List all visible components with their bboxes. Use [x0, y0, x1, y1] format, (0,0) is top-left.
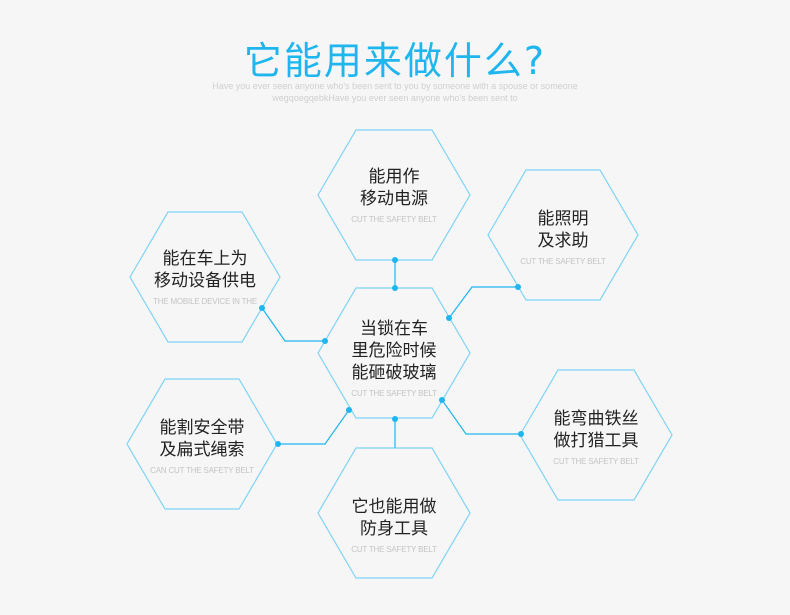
node-title-line: 能弯曲铁丝: [553, 409, 639, 429]
connector-dot: [439, 397, 445, 403]
connector-bottom-left: [278, 409, 350, 445]
connector-top-right: [448, 286, 518, 319]
node-subtitle: CUT THE SAFETY BELT: [553, 457, 639, 466]
hex-top: [317, 129, 471, 261]
connector-dot: [259, 305, 265, 311]
connector-dot: [518, 431, 524, 437]
node-bottom: 它也能用做 防身工具 CUT THE SAFETY BELT: [318, 496, 470, 554]
hex-left: [129, 211, 281, 343]
node-center: 当锁在车 里危险时候 能砸破玻璃 CUT THE SAFETY BELT: [318, 318, 470, 398]
connector-dot: [275, 441, 281, 447]
node-subtitle: CAN CUT THE SAFETY BELT: [150, 466, 254, 475]
connector-dot: [346, 407, 352, 413]
node-title-line: 能砸破玻璃: [351, 363, 437, 383]
node-title-line: 能割安全带: [159, 418, 245, 438]
connector-dot: [322, 338, 328, 344]
node-title-line: 移动电源: [360, 189, 428, 209]
node-subtitle: CUT THE SAFETY BELT: [520, 257, 606, 266]
connector-dot: [392, 285, 398, 291]
connector-dot: [446, 315, 452, 321]
node-title-line: 里危险时候: [351, 341, 437, 361]
node-top: 能用作 移动电源 CUT THE SAFETY BELT: [318, 166, 470, 224]
hex-right: [519, 369, 673, 501]
node-title-line: 做打猎工具: [553, 431, 639, 451]
node-bottom-left: 能割安全带 及扁式绳索 CAN CUT THE SAFETY BELT: [126, 417, 278, 475]
page-title: 它能用来做什么?: [243, 39, 547, 83]
hex-top-right: [487, 169, 639, 301]
node-title-line: 当锁在车: [360, 319, 428, 339]
subtitle-line-1: Have you ever seen anyone who's been sen…: [212, 81, 578, 91]
node-title-line: 它也能用做: [351, 497, 437, 517]
connector-right: [441, 399, 521, 435]
node-title-line: 移动设备供电: [154, 271, 256, 291]
connector-dot: [392, 416, 398, 422]
node-top-right: 能照明 及求助 CUT THE SAFETY BELT: [487, 208, 639, 266]
node-subtitle: CUT THE SAFETY BELT: [351, 389, 437, 398]
node-subtitle: CUT THE SAFETY BELT: [351, 545, 437, 554]
hex-center: [317, 287, 471, 419]
node-right: 能弯曲铁丝 做打猎工具 CUT THE SAFETY BELT: [520, 408, 672, 466]
node-subtitle: CUT THE SAFETY BELT: [351, 215, 437, 224]
connector-left: [261, 307, 325, 342]
connector-dot: [392, 257, 398, 263]
node-title-line: 防身工具: [360, 519, 428, 539]
node-title-line: 及求助: [537, 231, 589, 251]
node-title-line: 能在车上为: [162, 249, 248, 269]
node-left: 能在车上为 移动设备供电 THE MOBILE DEVICE IN THE: [129, 248, 281, 306]
node-title-line: 能用作: [368, 167, 420, 187]
node-title-line: 能照明: [537, 209, 589, 229]
node-subtitle: THE MOBILE DEVICE IN THE: [153, 297, 257, 306]
node-title-line: 及扁式绳索: [159, 440, 245, 460]
hex-bottom: [317, 447, 471, 579]
subtitle-line-2: wegqoegqebkHave you ever seen anyone who…: [272, 93, 518, 103]
connector-dot: [515, 284, 521, 290]
